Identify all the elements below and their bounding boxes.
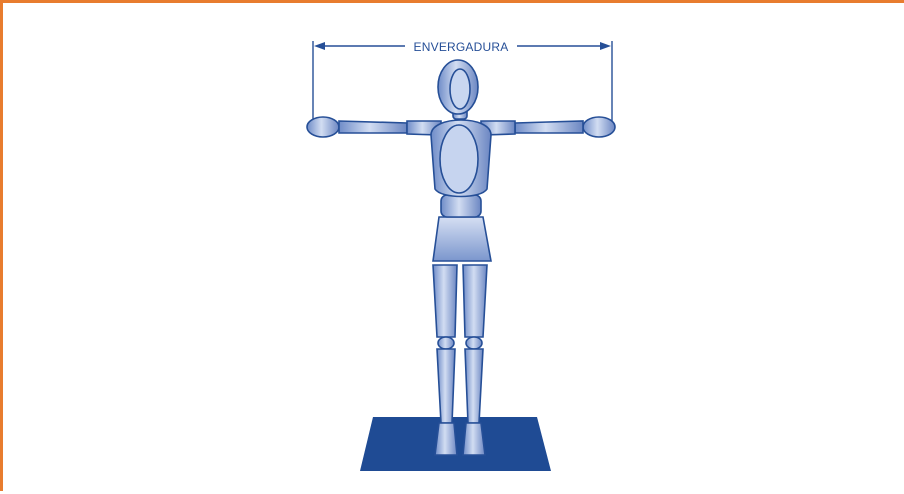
left-foot (435, 423, 457, 455)
pelvis (433, 217, 491, 261)
arrowhead-left (314, 42, 325, 50)
left-hand (307, 117, 339, 137)
waist-block (441, 195, 481, 217)
mannequin-illustration (3, 3, 904, 494)
chest-panel (440, 125, 478, 193)
right-upper-leg (463, 265, 487, 337)
left-forearm (339, 121, 407, 133)
left-lower-leg (437, 349, 455, 423)
right-hand (583, 117, 615, 137)
right-lower-leg (465, 349, 483, 423)
arrowhead-right (600, 42, 611, 50)
wingspan-label: ENVERGADURA (405, 39, 517, 55)
right-forearm (515, 121, 583, 133)
left-upper-leg (433, 265, 457, 337)
face-panel (450, 69, 470, 109)
right-foot (463, 423, 485, 455)
right-knee-joint (466, 337, 482, 349)
left-knee-joint (438, 337, 454, 349)
